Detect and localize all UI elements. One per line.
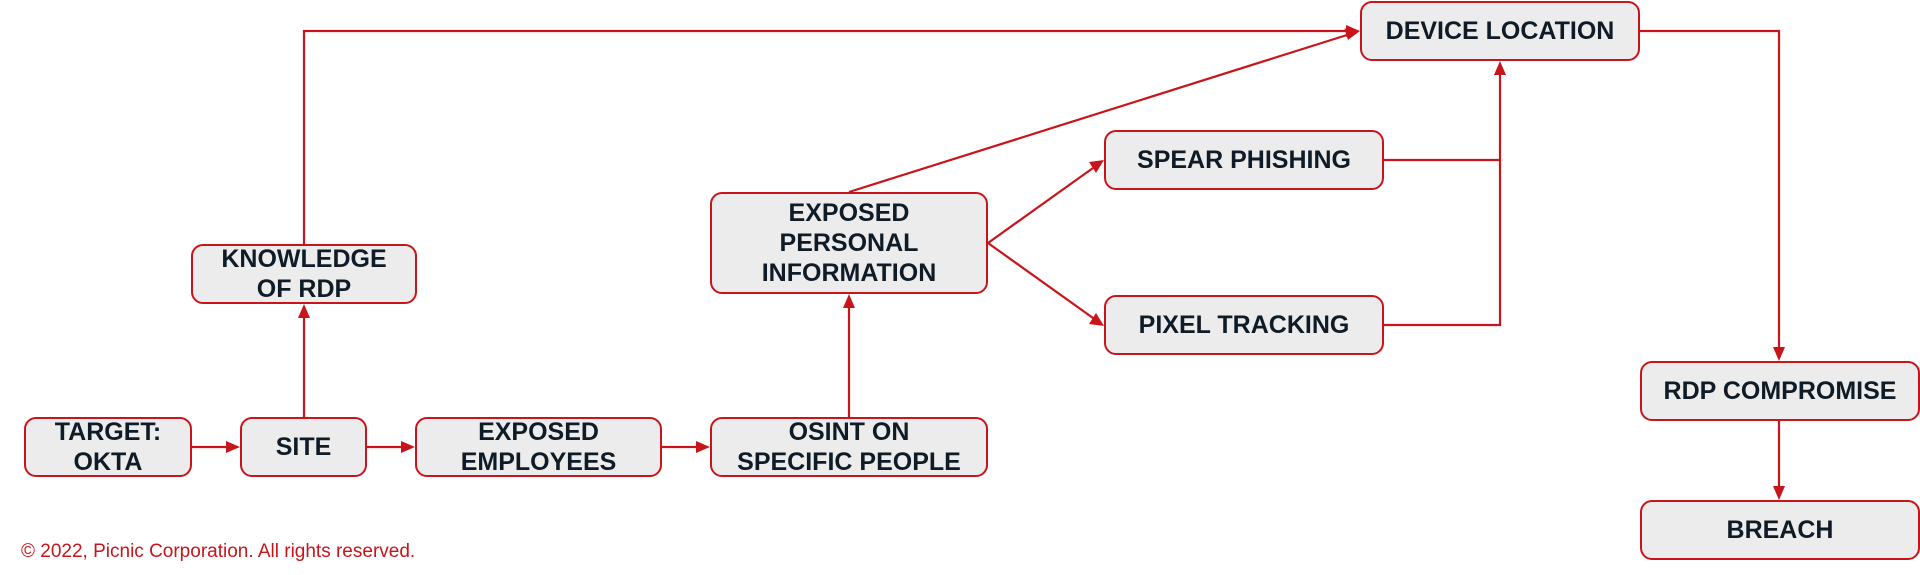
node-target-okta: TARGET: OKTA: [24, 417, 192, 477]
arrowhead-device-location-bottom: [1494, 61, 1506, 75]
node-breach: BREACH: [1640, 500, 1920, 560]
node-osint-on-specific-people: OSINT ON SPECIFIC PEOPLE: [710, 417, 988, 477]
edge-device-location-to-rdp-compromise: [1640, 29, 1781, 347]
arrowhead-knowledge-rdp: [298, 304, 310, 318]
arrowhead-exposed-personal-info: [843, 294, 855, 308]
node-knowledge-of-rdp: KNOWLEDGE OF RDP: [191, 244, 417, 304]
arrowhead-rdp-compromise: [1773, 347, 1785, 361]
arrowhead-osint: [696, 441, 710, 453]
edge-exposed-personal-info-to-spear-phishing: [987, 167, 1094, 244]
node-device-location: DEVICE LOCATION: [1360, 1, 1640, 61]
arrowhead-breach: [1773, 486, 1785, 500]
arrowhead-pixel-tracking: [1089, 313, 1104, 326]
arrowhead-spear-phishing: [1089, 160, 1104, 173]
edge-exposed-personal-info-to-device-location: [848, 33, 1348, 194]
arrowhead-exposed-employees: [401, 441, 415, 453]
edge-knowledge-rdp-to-device-location: [302, 29, 1346, 244]
arrowhead-device-location-diagonal: [1344, 28, 1360, 40]
node-spear-phishing: SPEAR PHISHING: [1104, 130, 1384, 190]
node-rdp-compromise: RDP COMPROMISE: [1640, 361, 1920, 421]
edge-exposed-personal-info-to-pixel-tracking: [987, 242, 1094, 319]
node-exposed-personal-information: EXPOSED PERSONAL INFORMATION: [710, 192, 988, 294]
node-pixel-tracking: PIXEL TRACKING: [1104, 295, 1384, 355]
node-exposed-employees: EXPOSED EMPLOYEES: [415, 417, 662, 477]
node-site: SITE: [240, 417, 367, 477]
copyright-footer: © 2022, Picnic Corporation. All rights r…: [21, 541, 416, 562]
edge-pixel-tracking-to-device-location: [1384, 75, 1502, 327]
arrowhead-site: [226, 441, 240, 453]
